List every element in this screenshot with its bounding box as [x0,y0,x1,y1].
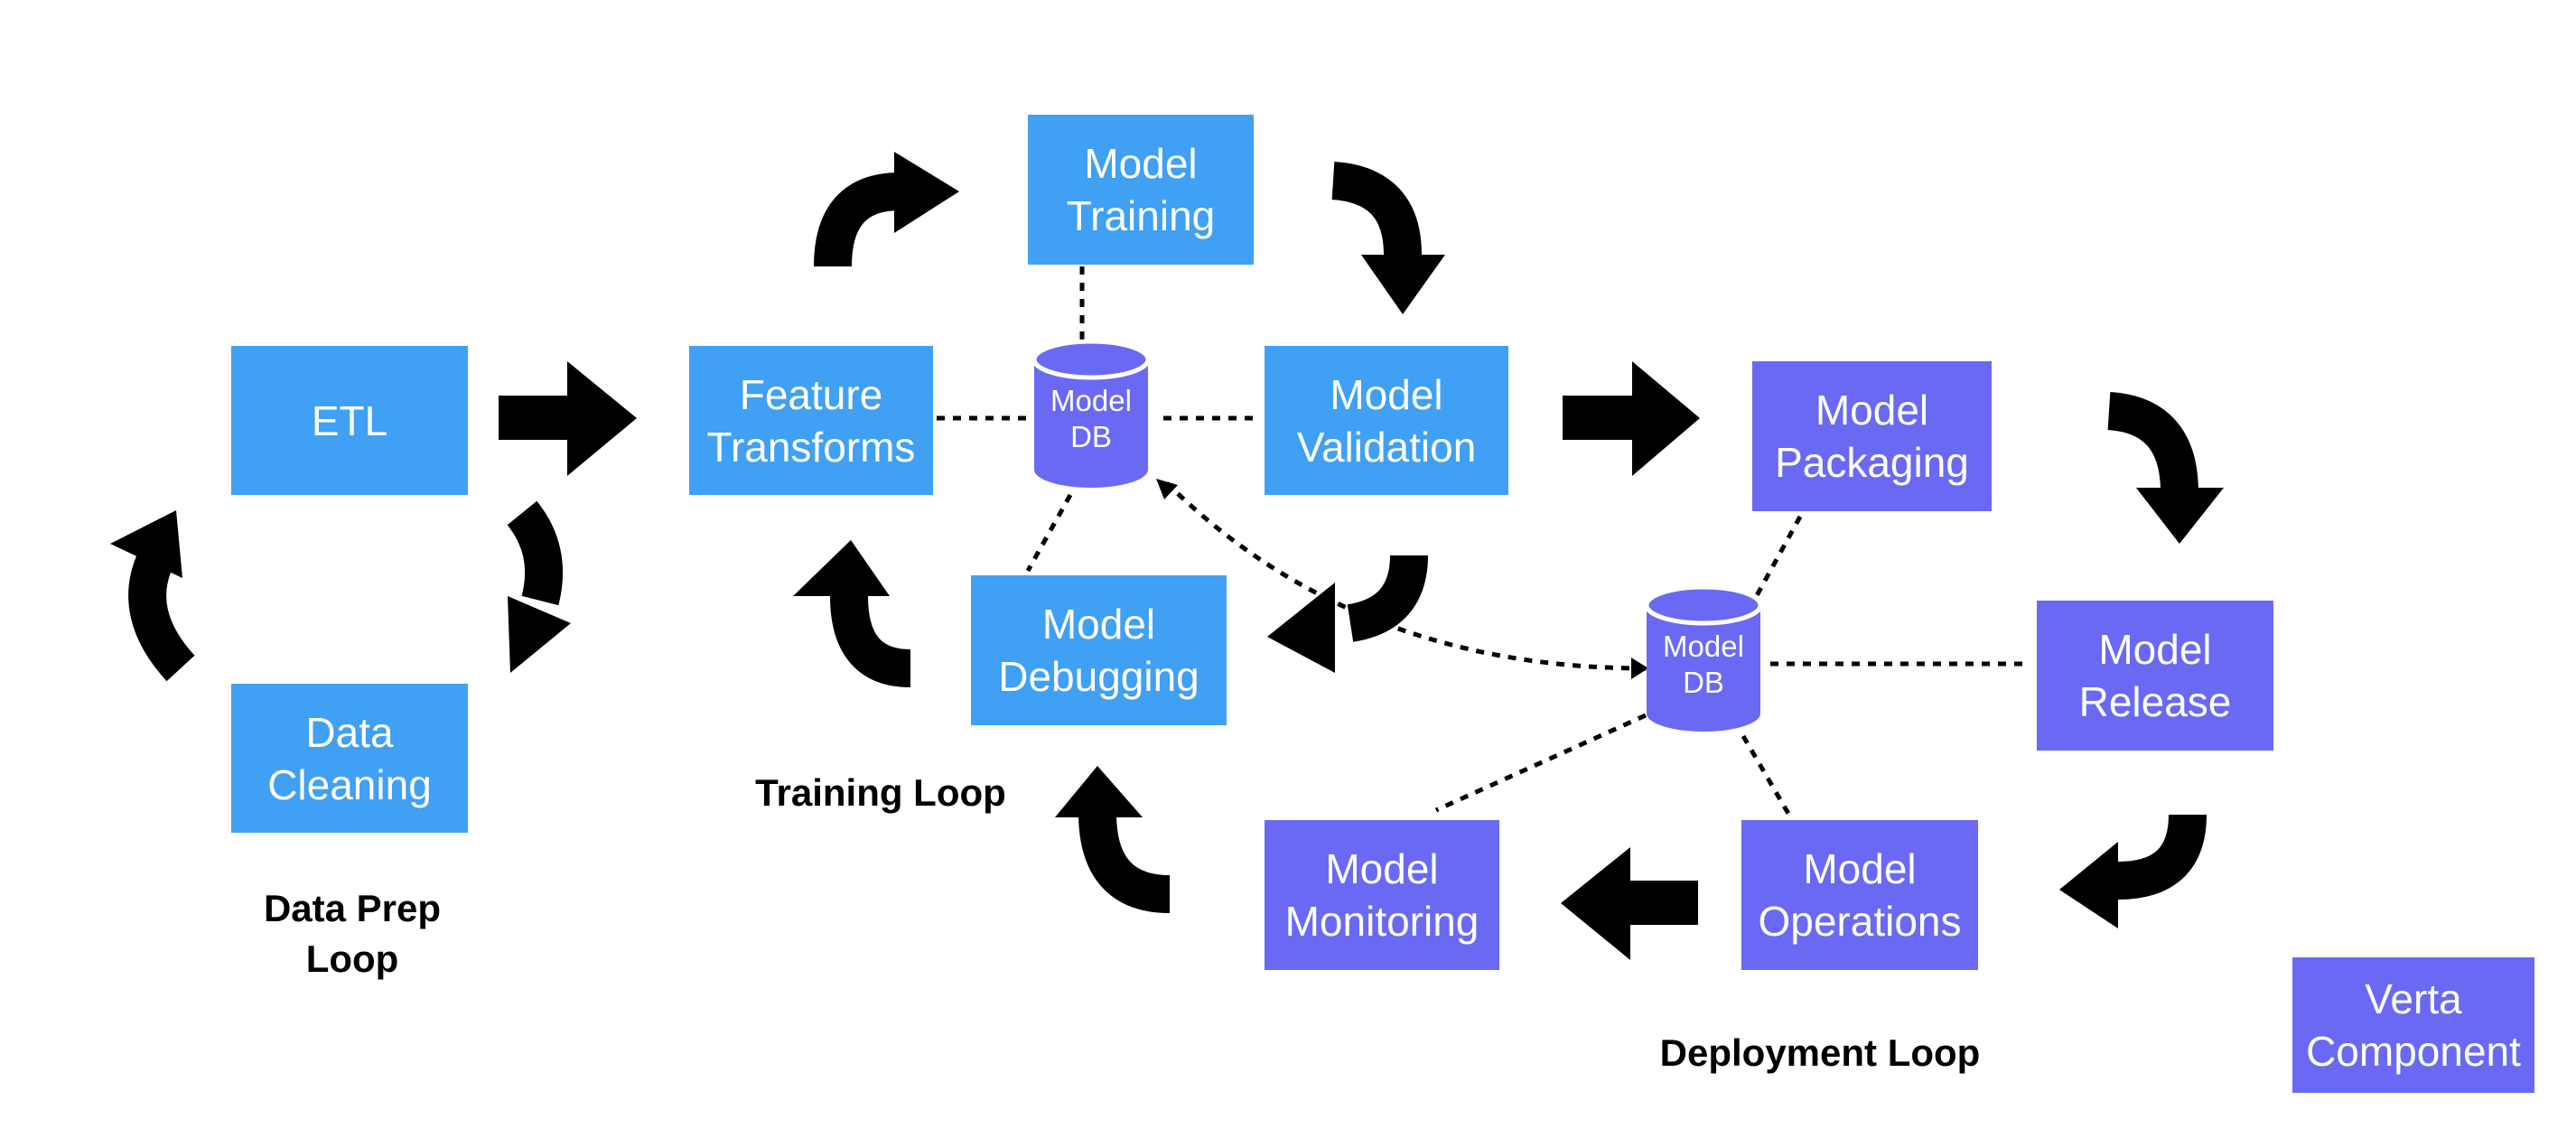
model-validation-box: Model Validation [1265,346,1508,495]
data-cleaning-box: Data Cleaning [231,684,468,833]
connector-debugging-db [1025,493,1073,573]
feature-transforms-box: Feature Transforms [689,346,933,495]
training-db-label-line2: DB [1070,420,1112,453]
right-arrow-icon [499,361,637,476]
model-monitoring-label: Model Monitoring [1284,845,1479,945]
curved-arrow-icon [2106,392,2198,493]
db-link-arrowhead-left-icon [1156,479,1178,499]
right-arrow-icon [1563,361,1700,476]
connector-monitoring-db [1434,713,1647,813]
left-arrow-icon [1561,847,1698,960]
curved-arrow-icon [814,173,901,267]
connector-packaging-db [1752,515,1803,601]
database-cylinder-icon [1647,605,1760,732]
model-operations-box: Model Operations [1741,820,1978,970]
data-prep-loop-label: Data Prep Loop [263,887,442,980]
feature-transforms-label: Feature Transforms [706,370,916,471]
curved-arrow-icon [1330,162,1422,256]
curved-arrows [110,152,2224,928]
deployment-db-label-line1: Model [1663,630,1744,663]
deployment-loop-label: Deployment Loop [1659,1031,1981,1074]
db-link-arrowhead-right-icon [1631,658,1648,679]
model-debugging-box: Model Debugging [971,575,1227,725]
model-release-label: Model Release [2078,626,2232,725]
deployment-model-db: Model DB [1644,584,1763,732]
connector-operations-db [1741,734,1794,820]
database-cylinder-icon [1034,359,1148,488]
model-release-box: Model Release [2037,601,2273,751]
model-training-label: Model Training [1066,140,1216,239]
deployment-db-label-line2: DB [1683,666,1724,699]
model-debugging-label: Model Debugging [998,601,1199,700]
model-operations-label: Model Operations [1758,845,1962,945]
deployment-db-connectors [1434,515,2030,820]
training-loop-label: Training Loop [755,771,1006,814]
straight-arrows [499,361,1700,960]
curved-arrow-icon [128,552,195,682]
training-db-label-line1: Model [1050,384,1132,417]
verta-component-legend: Verta Component [2292,957,2534,1093]
etl-box: ETL [231,346,468,495]
model-packaging-label: Model Packaging [1775,387,1969,486]
model-validation-label: Model Validation [1296,370,1477,471]
model-training-box: Model Training [1028,115,1254,265]
etl-label: ETL [311,396,388,444]
curved-arrow-icon [507,500,564,606]
model-packaging-box: Model Packaging [1752,361,1992,511]
curved-arrow-icon [830,595,911,687]
curved-arrow-icon [2117,814,2207,900]
model-monitoring-box: Model Monitoring [1265,820,1499,970]
curved-arrow-icon [1346,555,1428,642]
verta-component-label: Verta Component [2306,975,2521,1075]
training-model-db: Model DB [1031,339,1151,488]
curved-arrow-icon [1078,812,1171,913]
data-cleaning-label: Data Cleaning [267,708,432,808]
training-db-connectors [937,266,1255,573]
